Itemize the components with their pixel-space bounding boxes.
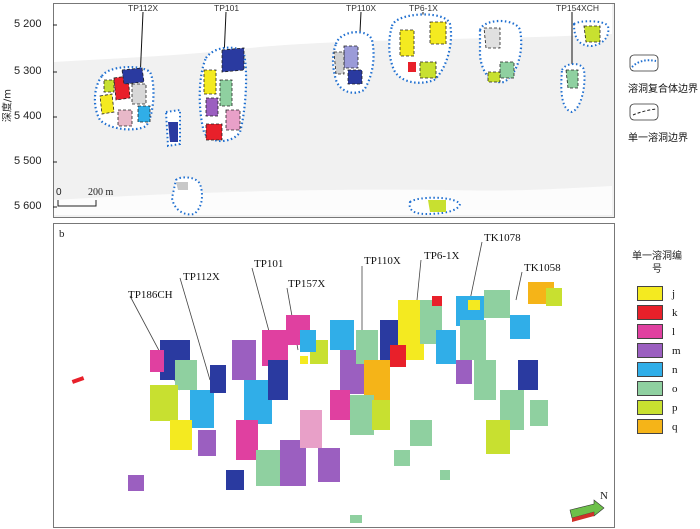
panel-b-label: b [59,228,65,240]
scale-bar-left: 0 [56,187,62,198]
legend-single-label: 单一溶洞边界 [628,133,688,144]
cave-complex-5 [478,19,523,84]
legend-code-q: q [672,420,678,433]
scale-bar-right: 200 m [88,187,114,198]
legend-item-l: l [637,323,681,340]
legend-swatch-o [637,381,663,396]
legend-swatch-j [637,286,663,301]
well-label-b-tp6-1x: TP6-1X [424,250,460,262]
legend-code-p: p [672,401,678,414]
y-tick-5500: 5 500 [14,155,42,167]
legend-item-p: p [637,399,681,416]
legend-composite-swatch [629,54,659,72]
legend-code-j: j [672,287,676,300]
y-tick-5600: 5 600 [14,200,42,212]
legend-item-j: j [637,285,681,302]
legend-b-list: j k l m n o p q [637,285,681,437]
legend-item-n: n [637,361,681,378]
scale-bar [57,200,97,207]
y-tick-5200: 5 200 [14,18,42,30]
legend-code-k: k [672,306,678,319]
legend-code-m: m [672,344,681,357]
legend-swatch-l [637,324,663,339]
legend-swatch-q [637,419,663,434]
legend-swatch-k [637,305,663,320]
legend-composite-label: 溶洞复合体边界 [628,84,698,95]
cave-blocks [71,282,562,523]
well-label-b-tp112x: TP112X [183,271,220,283]
cave-complex-tp6-1x [388,13,453,84]
well-label-b-tp157x: TP157X [288,278,326,290]
cave-complex-tp112x [93,66,155,131]
cave-complex-tp154xch [560,20,610,114]
well-label-b-tk1058: TK1058 [524,262,561,274]
legend-single-swatch [629,103,659,121]
legend-b-title: 单一溶洞编号 [632,251,682,275]
well-label-tp101: TP101 [214,3,240,13]
cave-complex-tp110x [331,31,375,94]
well-label-b-tp101: TP101 [254,258,284,270]
well-label-b-tk1078: TK1078 [484,232,521,244]
well-label-tp154xch: TP154XCH [556,3,599,13]
well-label-tp110x: TP110X [346,3,377,13]
cave-complex-tp101 [198,46,248,143]
legend-item-o: o [637,380,681,397]
well-label-tp6-1x: TP6-1X [409,3,438,13]
well-label-b-tp110x: TP110X [364,255,401,267]
well-label-tp112x: TP112X [128,3,159,13]
well-label-b-tp186ch: TP186CH [128,289,173,301]
legend-code-l: l [672,325,676,338]
legend-code-n: n [672,363,678,376]
legend-swatch-p [637,400,663,415]
legend-item-m: m [637,342,681,359]
y-tick-5400: 5 400 [14,110,42,122]
legend-item-k: k [637,304,681,321]
legend-item-q: q [637,418,681,435]
legend-swatch-n [637,362,663,377]
legend-swatch-m [637,343,663,358]
north-arrow [569,499,605,522]
y-tick-5300: 5 300 [14,65,42,77]
legend-code-o: o [672,382,678,395]
north-label: N [600,490,608,502]
